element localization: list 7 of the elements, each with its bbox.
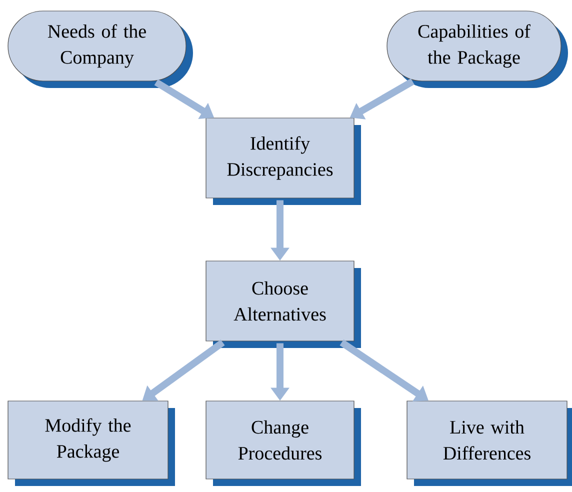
process-box: Modify the Package <box>8 400 175 486</box>
rounded-box: Needs of the Company <box>8 10 193 88</box>
process-box: Choose Alternatives <box>206 260 361 348</box>
process-box: Identify Discrepancies <box>206 118 361 205</box>
process-box: Change Procedures <box>206 400 361 486</box>
rounded-box: Capabilities of the Package <box>386 10 568 88</box>
process-box: Live with Differences <box>406 400 572 486</box>
